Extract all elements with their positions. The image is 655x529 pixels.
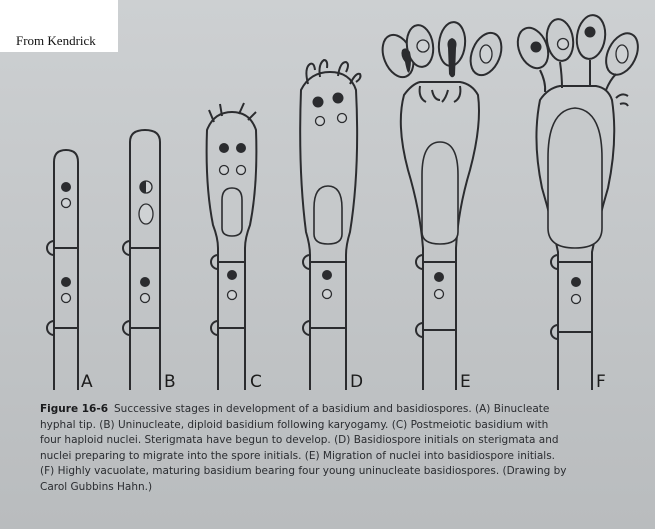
- stage-label-f: F: [596, 372, 606, 392]
- figure-number: Figure 16-6: [40, 403, 108, 415]
- stage-label-b: B: [164, 372, 176, 392]
- caption-line: hyphal tip. (B) Uninucleate, diploid bas…: [40, 418, 643, 434]
- caption-line: four haploid nuclei. Sterigmata have beg…: [40, 433, 643, 449]
- stage-label-e: E: [460, 372, 471, 392]
- stage-label-c: C: [250, 372, 262, 392]
- stage-f-basidium: [512, 13, 644, 390]
- stage-d-basidium: [300, 60, 360, 390]
- stage-c-basidium: [207, 103, 257, 390]
- basidium-diagram: .o { fill: none; stroke: #2b2c2f; stroke…: [0, 0, 655, 400]
- stage-a-basidium: [47, 150, 78, 390]
- caption-line: Carol Gubbins Hahn.): [40, 480, 643, 496]
- stage-label-d: D: [350, 372, 363, 392]
- caption-line: nuclei preparing to migrate into the spo…: [40, 449, 643, 465]
- caption-line: (F) Highly vacuolate, maturing basidium …: [40, 464, 643, 480]
- stage-b-basidium: [123, 130, 160, 390]
- stage-e-basidium: [377, 21, 507, 390]
- stage-label-a: A: [81, 372, 93, 392]
